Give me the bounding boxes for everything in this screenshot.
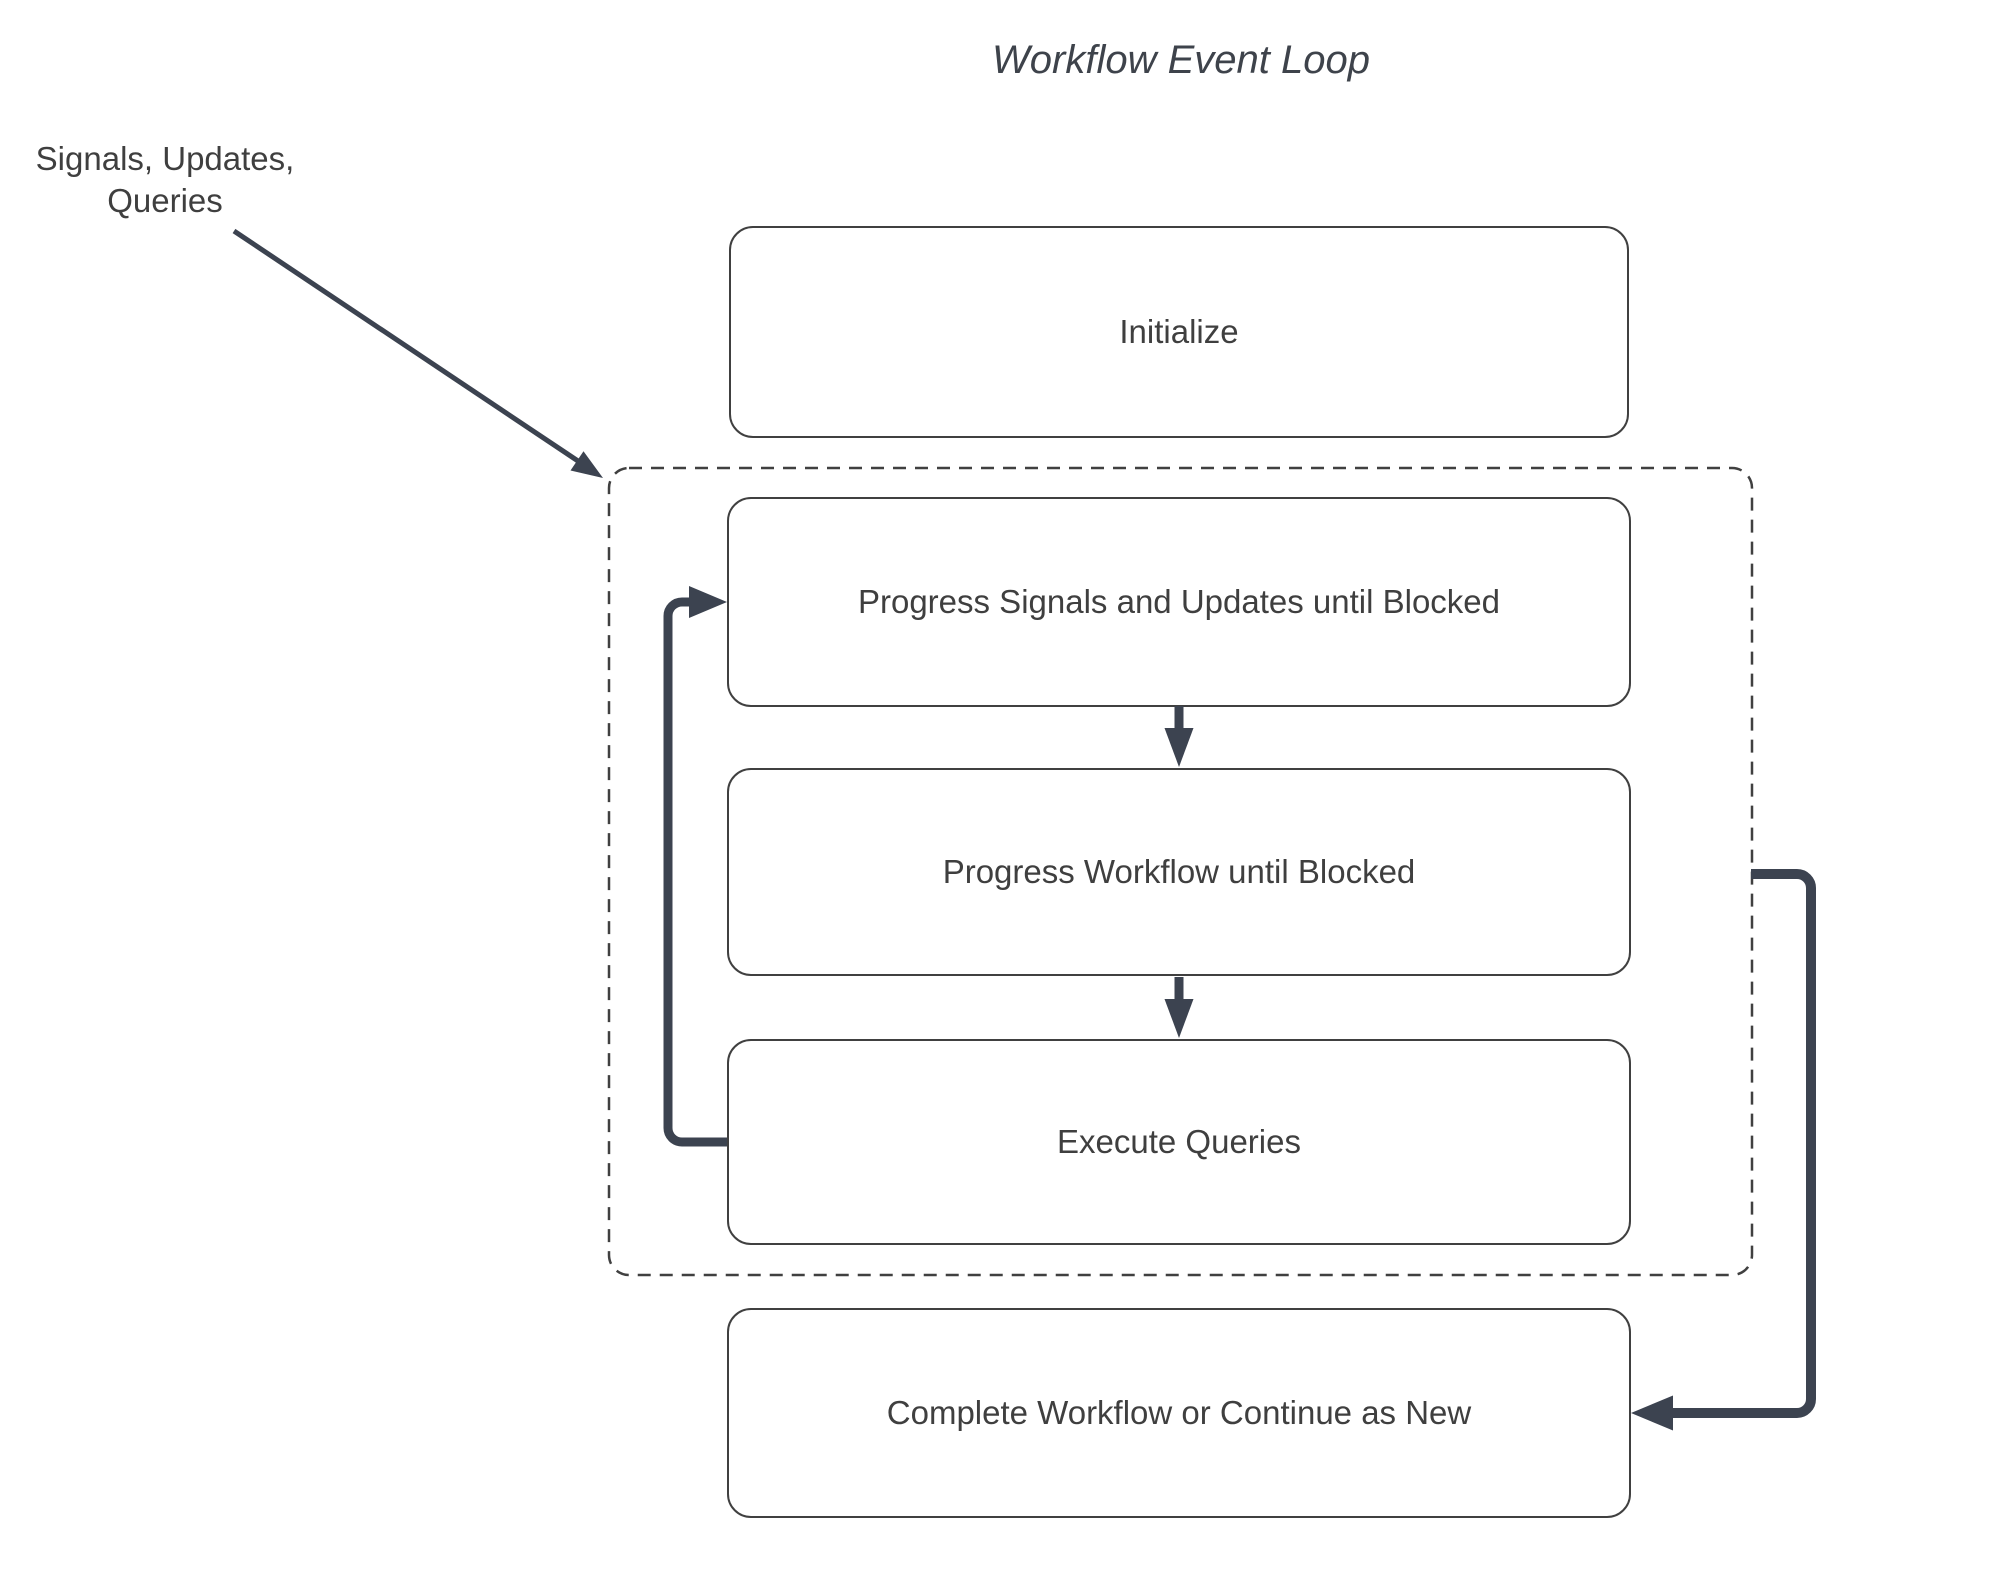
diagram-title: Workflow Event Loop [992,38,1370,82]
node-progress-workflow-label: Progress Workflow until Blocked [942,853,1416,890]
node-complete-workflow: Complete Workflow or Continue as New [727,1308,1631,1518]
node-progress-workflow: Progress Workflow until Blocked [727,768,1631,976]
node-progress-signals-updates-label: Progress Signals and Updates until Block… [857,583,1501,620]
arrow-workflow-to-queries [1164,977,1194,1038]
external-events-label: Signals, Updates, Queries [35,140,295,220]
node-progress-signals-updates: Progress Signals and Updates until Block… [727,497,1631,707]
node-execute-queries: Execute Queries [727,1039,1631,1245]
node-initialize-label: Initialize [1119,313,1239,350]
node-execute-queries-label: Execute Queries [1057,1123,1301,1160]
external-input-arrow [232,228,603,478]
arrow-queries-loop-back [663,586,727,1147]
node-initialize: Initialize [729,226,1629,438]
arrow-signals-to-workflow [1164,706,1194,767]
node-complete-workflow-label: Complete Workflow or Continue as New [886,1394,1472,1431]
arrow-loop-to-complete [1631,869,1816,1431]
